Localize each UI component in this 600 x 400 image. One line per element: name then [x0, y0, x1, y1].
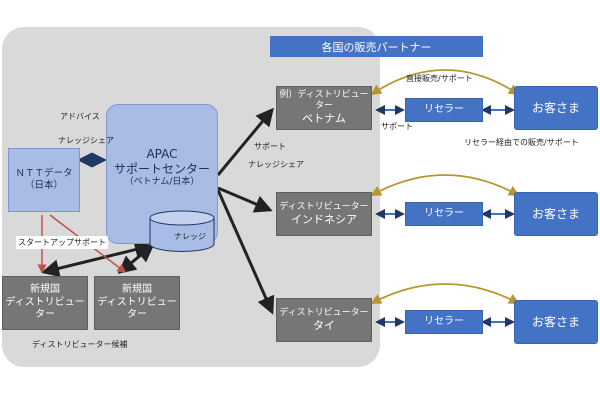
distributor-vietnam-line2: ベトナム: [302, 112, 346, 126]
knowledge-share-label: ナレッジシェア: [58, 136, 114, 145]
new-country-2-line2: ディストリビューター: [97, 296, 177, 321]
reseller-support-label: サポート: [381, 122, 413, 131]
via-reseller-label: リセラー経由での販売/サポート: [464, 138, 579, 147]
ntt-data-box: ＮＴＴデータ （日本）: [8, 148, 80, 212]
support-center-country: （ベトナム/日本）: [124, 177, 200, 187]
distributor-indonesia-line1: ディストリビューター: [279, 201, 369, 212]
direct-sales-arc-1: [370, 69, 520, 95]
new-country-2-line1: 新規国: [122, 284, 152, 296]
support-label: サポート: [254, 142, 286, 151]
startup-support-label: スタートアップサポート: [16, 236, 108, 249]
distributor-thailand-line2: タイ: [313, 318, 335, 332]
advice-label: アドバイス: [60, 112, 100, 121]
distributor-indonesia-line2: インドネシア: [291, 212, 357, 226]
reseller-box-3: リセラー: [405, 310, 483, 334]
distributor-vietnam-line1: 例）ディストリビューター: [279, 89, 369, 112]
distributor-thailand-line1: ディストリビューター: [279, 307, 369, 318]
ntt-country: （日本）: [24, 180, 63, 191]
distributor-vietnam: 例）ディストリビューター ベトナム: [276, 86, 372, 130]
knowledge-database-label: ナレッジ: [174, 232, 206, 241]
sales-partners-banner: 各国の販売パートナー: [270, 36, 483, 57]
customer-box-1: お客さま: [514, 86, 598, 130]
customer-box-3: お客さま: [514, 300, 598, 344]
new-country-1-line1: 新規国: [30, 284, 60, 296]
knowledge-share-right-label: ナレッジシェア: [248, 160, 304, 169]
reseller-box-1: リセラー: [405, 98, 483, 122]
direct-sales-arc-2: [370, 174, 520, 196]
distributor-candidates-label: ディストリビューター候補: [32, 340, 128, 349]
apac-to-thailand-arrow: [216, 189, 275, 315]
apac-to-vietnam-arrow: [216, 107, 274, 176]
reseller-box-2: リセラー: [405, 202, 483, 226]
distributor-indonesia: ディストリビューター インドネシア: [276, 192, 372, 236]
new-country-distributor-1: 新規国 ディストリビューター: [2, 276, 88, 330]
new-country-distributor-2: 新規国 ディストリビューター: [94, 276, 180, 330]
apac-title: APAC: [146, 147, 178, 161]
ntt-name: ＮＴＴデータ: [15, 168, 73, 180]
apac-to-indonesia-arrow: [217, 186, 273, 213]
support-center-title: サポートセンター: [113, 162, 210, 176]
direct-sales-label: 直接販売/サポート: [406, 74, 473, 83]
direct-sales-arc-3: [370, 283, 520, 304]
customer-box-2: お客さま: [514, 192, 598, 236]
distributor-thailand: ディストリビューター タイ: [276, 298, 372, 342]
new-country-1-line2: ディストリビューター: [5, 296, 85, 321]
